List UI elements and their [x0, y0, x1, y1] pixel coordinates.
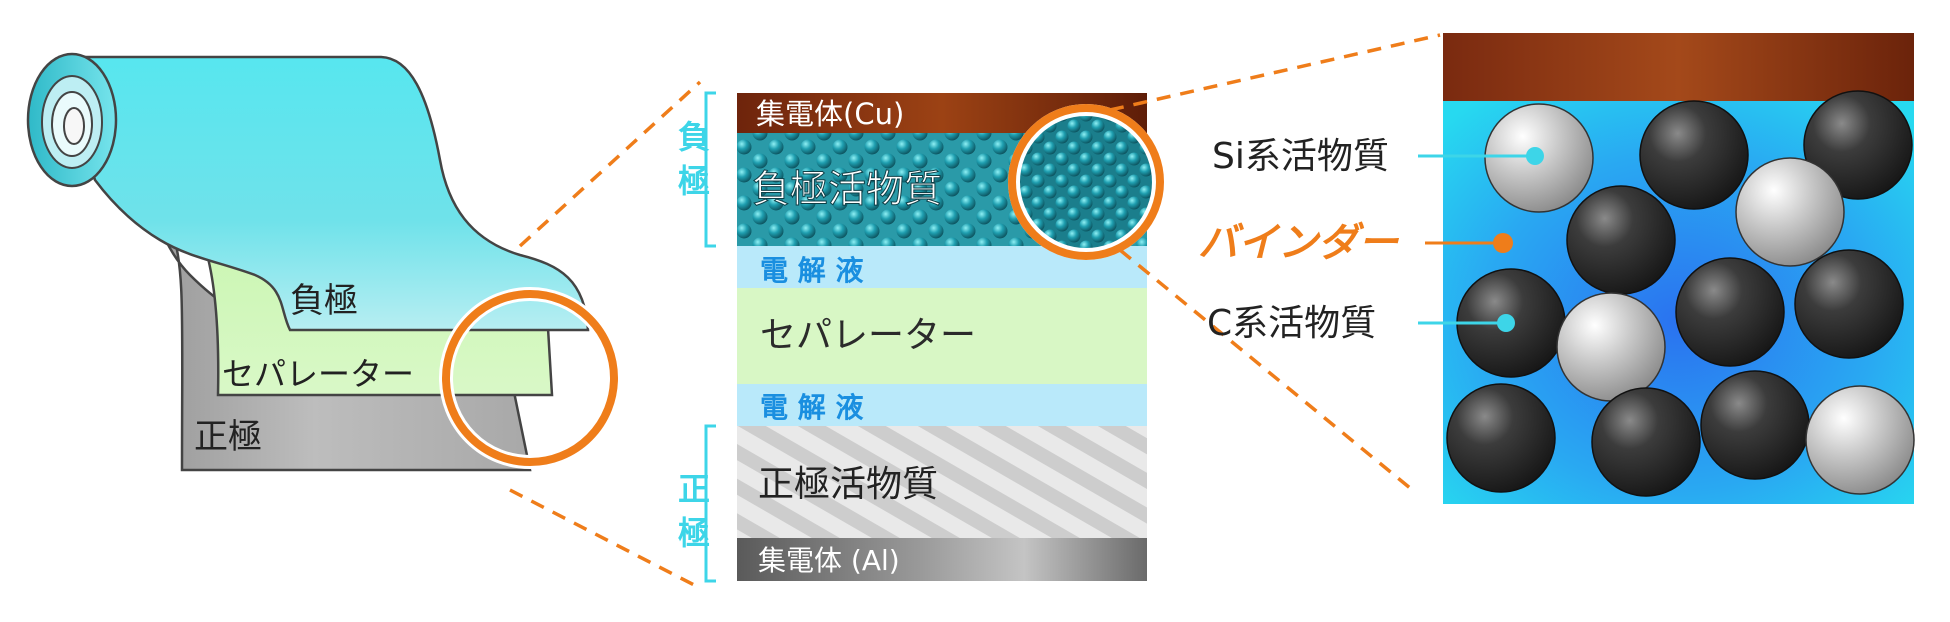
magnified-cu-collector: [1443, 33, 1914, 101]
separator-label: セパレーター: [760, 315, 976, 356]
anode-magnifier: [1008, 104, 1164, 260]
anode-bracket: [704, 91, 716, 248]
roll-cathode-label: 正極: [194, 417, 262, 457]
anode-active-label: 負極活物質: [752, 167, 942, 211]
layer-electrolyte-bottom: [737, 384, 1147, 426]
cell-layer-stack: 集電体(Cu) 負極活物質 電 解 液 セパレーター 電 解 液 正極活物質 集…: [737, 93, 1164, 581]
roll-anode-label: 負極: [290, 281, 358, 321]
particle-si: [1735, 157, 1845, 267]
zoom-lines-left: [509, 80, 702, 590]
binder-pointer-dot: [1493, 233, 1513, 253]
layer-separator: [737, 288, 1147, 384]
c-pointer-dot: [1497, 314, 1515, 332]
particle-si: [1805, 385, 1915, 495]
cathode-bracket-label-1: 正: [678, 470, 710, 508]
cu-collector-label: 集電体(Cu): [756, 97, 904, 131]
particle-c: [1639, 100, 1749, 210]
cathode-bracket: [704, 424, 716, 583]
roll-separator-label: セパレーター: [222, 355, 414, 393]
magnified-structure: Si系活物質 バインダー C系活物質: [1198, 33, 1915, 504]
anode-bracket-label-2: 極: [678, 162, 710, 200]
electrolyte-bottom-label: 電 解 液: [760, 391, 864, 424]
si-pointer-dot: [1526, 147, 1544, 165]
layer-cathode-active: [737, 426, 1147, 538]
particle-c: [1591, 387, 1701, 497]
cathode-active-label: 正極活物質: [758, 464, 938, 505]
particle-c: [1794, 249, 1904, 359]
particle-field: [1446, 90, 1915, 497]
electrolyte-top-label: 電 解 液: [760, 254, 864, 287]
particle-c: [1566, 185, 1676, 295]
anode-bracket-label-1: 負: [678, 118, 710, 156]
particle-c: [1803, 90, 1913, 200]
layer-al-collector: [737, 538, 1147, 581]
particle-c: [1446, 383, 1556, 493]
c-active-label: C系活物質: [1207, 303, 1376, 344]
electrode-roll: 負極 セパレーター 正極: [26, 52, 621, 472]
binder-label: バインダー: [1198, 220, 1400, 266]
particle-c: [1700, 370, 1810, 480]
si-active-label: Si系活物質: [1212, 136, 1389, 177]
zoom-lines-right: [1109, 33, 1441, 490]
cathode-bracket-label-2: 極: [678, 514, 710, 552]
roll-core-hole: [63, 107, 85, 145]
al-collector-label: 集電体 (Al): [758, 544, 900, 577]
particle-c: [1675, 257, 1785, 367]
particle-si: [1556, 292, 1666, 402]
